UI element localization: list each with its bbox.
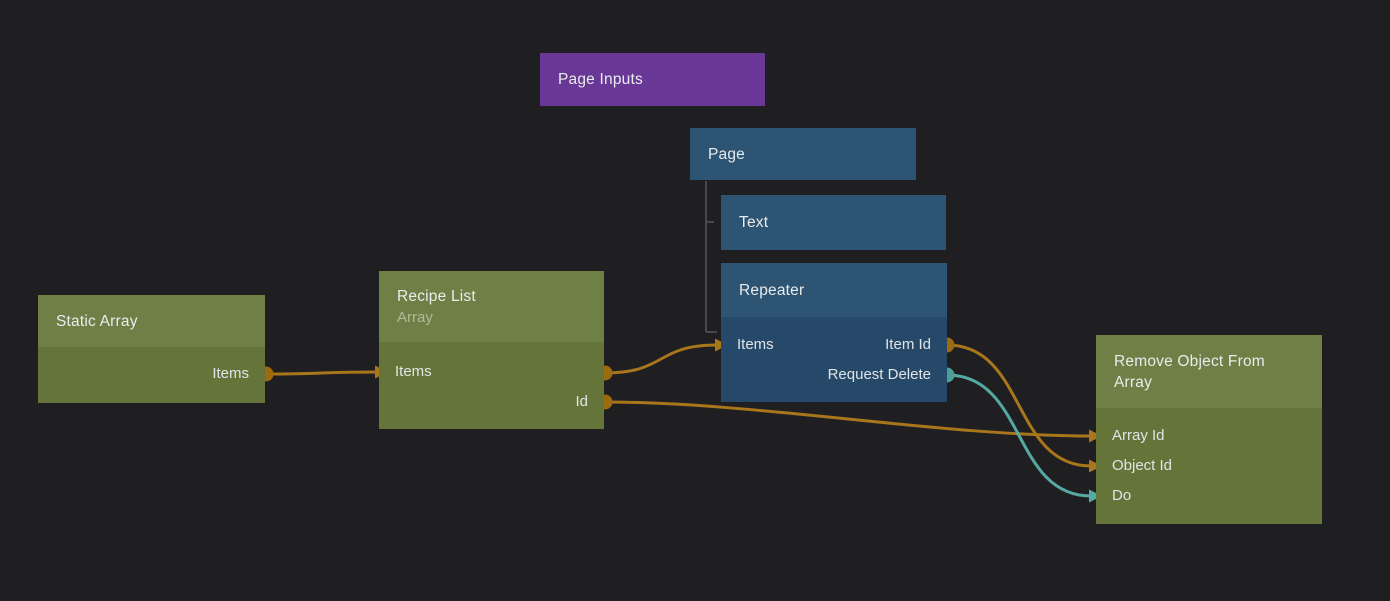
port-input-array-id[interactable]: Array Id [1112,427,1165,444]
port-input-object-id[interactable]: Object Id [1112,457,1173,474]
port-output-items[interactable]: Items [212,365,249,382]
node-header-text[interactable]: Text [721,195,946,250]
port-input-items[interactable]: Items [737,336,774,353]
node-text[interactable]: Text [721,195,946,250]
port-output-id[interactable]: Id [575,393,588,410]
node-subtitle: Array [397,308,433,326]
wire-recipe-list-id-to-remove-array-id[interactable] [603,400,1093,438]
node-title: Page Inputs [558,71,643,88]
node-title: Recipe List [397,287,476,305]
node-header-page[interactable]: Page [690,128,916,180]
node-header-repeater[interactable]: Repeater [721,263,947,317]
port-input-do[interactable]: Do [1112,487,1132,504]
node-title: Remove Object From Array [1114,352,1265,391]
port-output-item-id[interactable]: Item Id [885,336,931,353]
node-title: Text [739,214,769,231]
node-title: Static Array [56,312,138,330]
node-header-static-array[interactable]: Static Array [38,295,265,347]
node-title: Repeater [739,281,805,299]
node-header-page-inputs[interactable]: Page Inputs [540,53,765,106]
wire-repeater-item-id-to-remove-object-id[interactable] [945,343,1093,468]
node-title: Page [708,145,745,163]
wire-repeater-request-delete-to-remove-do[interactable] [945,373,1093,498]
wire-recipe-list-items-to-repeater-items[interactable] [603,343,719,375]
node-page[interactable]: Page [690,128,916,180]
node-header-remove-object-from-array[interactable]: Remove Object From Array [1096,335,1322,408]
node-page-inputs[interactable]: Page Inputs [540,53,765,106]
wire-static-array-items-to-recipe-list-items[interactable] [264,370,379,376]
port-input-items[interactable]: Items [395,363,432,380]
port-output-request-delete[interactable]: Request Delete [827,366,931,383]
